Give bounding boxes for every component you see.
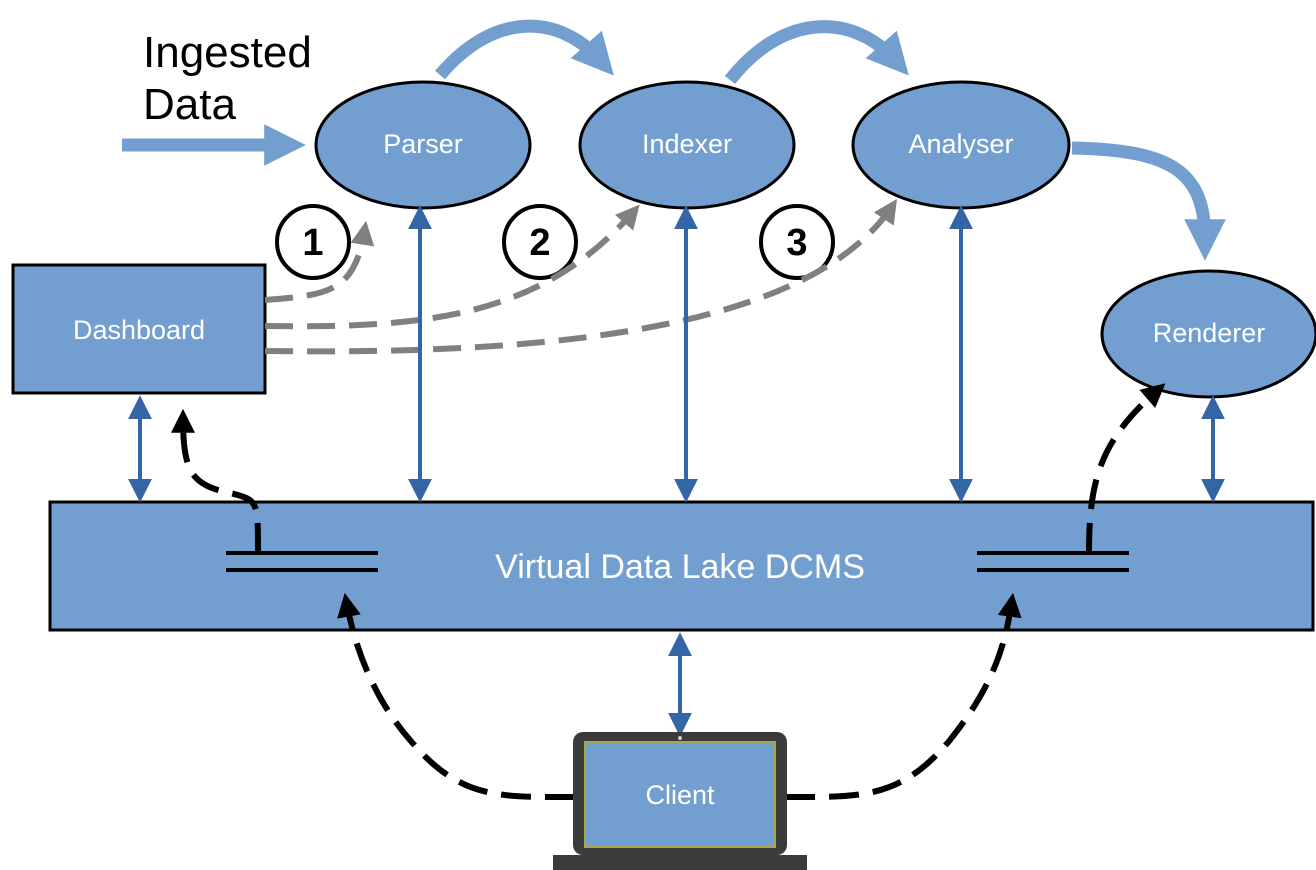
client-laptop: Client (553, 732, 807, 870)
client-to-right-port-arrow (784, 592, 1022, 801)
dashboard-to-indexer-arrow (264, 204, 640, 330)
step-badge-3: 3 (759, 204, 835, 280)
client-to-left-port-arrow (337, 592, 576, 801)
lake-to-renderer-access-arrow (1086, 383, 1166, 554)
step-badge-1: 1 (275, 204, 351, 280)
indexer-node: Indexer (578, 80, 796, 210)
renderer-node: Renderer (1100, 269, 1316, 399)
step-3-label: 3 (786, 222, 807, 264)
renderer-label: Renderer (1153, 318, 1266, 348)
data-lake-box: Virtual Data Lake DCMS (48, 500, 1315, 632)
dashboard-to-parser-arrow (264, 220, 375, 303)
parser-label: Parser (383, 129, 463, 159)
indexer-label: Indexer (642, 129, 732, 159)
indexer-to-analyser-arrow (724, 20, 909, 85)
analyser-node: Analyser (851, 80, 1071, 210)
analyser-to-renderer-arrow (1071, 141, 1226, 261)
step-badge-2: 2 (502, 204, 578, 280)
parser-node: Parser (314, 80, 532, 210)
dashboard-label: Dashboard (73, 315, 205, 345)
dashboard-to-analyser-arrow (264, 199, 897, 355)
laptop-screen (584, 741, 776, 848)
dashboard-box: Dashboard (11, 263, 267, 395)
laptop-base (553, 855, 807, 870)
left-access-port (226, 551, 378, 572)
right-access-port (977, 551, 1129, 572)
parser-to-indexer-arrow (435, 19, 614, 80)
step-1-label: 1 (302, 222, 323, 264)
step-2-label: 2 (529, 222, 550, 264)
lake-to-dashboard-access-arrow (171, 408, 261, 554)
client-label: Client (645, 780, 715, 810)
ingested-data-label-line2: Data (143, 80, 236, 129)
data-lake-label: Virtual Data Lake DCMS (495, 548, 865, 586)
analyser-label: Analyser (908, 129, 1013, 159)
ingested-data-label-line1: Ingested (143, 28, 312, 77)
